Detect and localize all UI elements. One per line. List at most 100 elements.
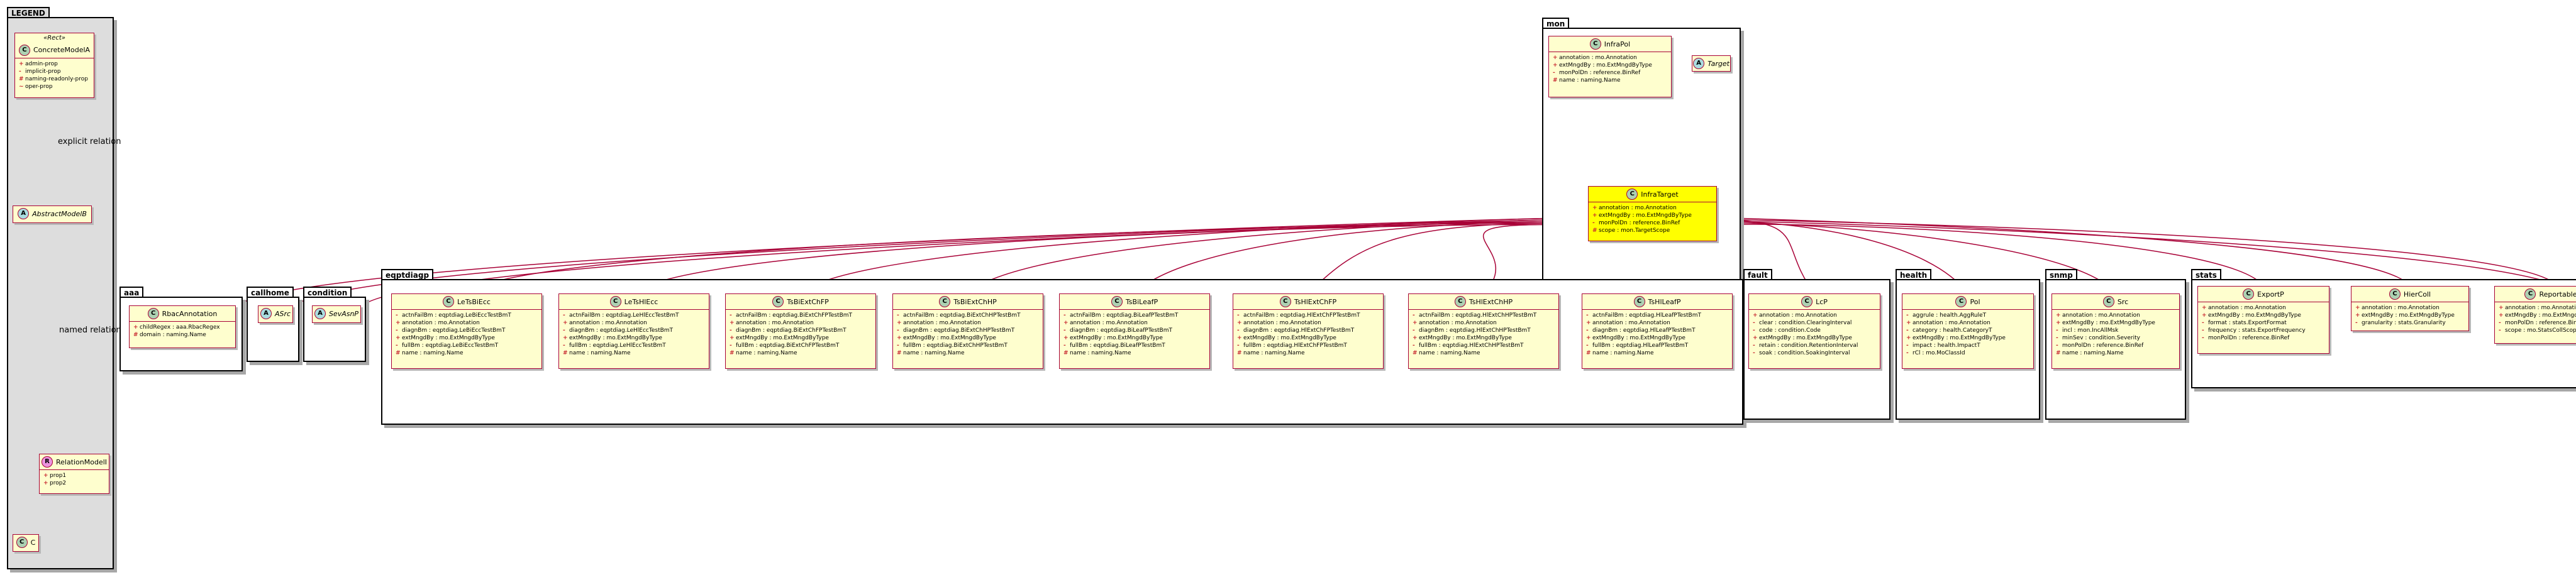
class-member: -diagnBm : eqptdiag.LeHlEccTestBmT [563,327,705,334]
health-package-title: health [1896,269,1932,280]
visibility-icon: # [396,350,401,356]
member-text: fullBm : eqptdiag.LeHlEccTestBmT [569,342,666,349]
relation-badge-icon: R [41,456,53,468]
visibility-icon: ~ [19,84,24,90]
member-text: clear : condition.ClearingInterval [1759,320,1852,326]
class-member: +extMngdBy : mo.ExtMngdByType [563,334,705,342]
member-text: aggrule : health.AggRuleT [1913,312,1987,319]
class-member: -actnFailBm : eqptdiag.HlExtChFPTestBmT [1237,312,1379,319]
rbacannotation-class[interactable]: C RbacAnnotation +childRegex : aaa.RbacR… [129,305,236,348]
class-member: -fullBm : eqptdiag.BiLeafPTestBmT [1063,342,1206,349]
legend-c-class[interactable]: C C [13,534,39,552]
class-member: +prop1 [43,472,105,479]
class-name: TsHlExtChHP [1468,297,1513,306]
class-member: +extMngdBy : mo.ExtMngdByType [897,334,1039,342]
member-text: name : naming.Name [736,350,797,356]
class-name: AbstractModelB [32,209,87,218]
member-text: actnFailBm : eqptdiag.HlLeafPTestBmT [1592,312,1701,319]
infratarget-class[interactable]: C InfraTarget +annotation : mo.Annotatio… [1588,186,1717,241]
visibility-icon: - [2355,320,2358,326]
class-member: -actnFailBm : eqptdiag.HlExtChHPTestBmT [1413,312,1555,319]
member-text: annotation : mo.Annotation [736,320,814,326]
class-badge-icon: C [16,537,28,548]
class-member: -soak : condition.SoakingInterval [1753,349,1876,357]
visibility-icon: - [2202,320,2204,326]
visibility-icon: + [1063,335,1069,341]
legend-concrete-class[interactable]: «Rect» C ConcreteModelA +admin-prop-impl… [14,33,94,98]
visibility-icon: + [1553,62,1558,68]
member-text: annotation : mo.Annotation [2208,305,2286,311]
class-member: +admin-prop [19,60,90,68]
class-member: +extMngdBy : mo.ExtMngdByType [1413,334,1555,342]
visibility-icon: - [2056,335,2058,341]
class-member: +annotation : mo.Annotation [1906,319,2029,327]
infratarget-child-edge [1716,219,2558,287]
class-badge-icon: C [18,44,30,56]
visibility-icon: + [1586,320,1591,326]
visibility-icon: - [1906,327,1909,334]
callhome-package-title: callhome [247,287,294,298]
legend-abstract-class[interactable]: A AbstractModelB [13,205,92,223]
sevasnp-class[interactable]: A SevAsnP [312,305,361,323]
member-text: extMngdBy : mo.ExtMngdByType [1599,212,1692,219]
member-text: annotation : mo.Annotation [2505,305,2576,311]
member-text: name : naming.Name [1243,350,1305,356]
src-class[interactable]: C Src +annotation : mo.Annotation+extMng… [2051,293,2180,369]
pol-class[interactable]: C Pol -aggrule : health.AggRuleT+annotat… [1902,293,2034,369]
class-member: -minSev : condition.Severity [2056,334,2175,342]
member-text: code : condition.Code [1759,327,1821,334]
class-member: -code : condition.Code [1753,327,1876,334]
visibility-icon: + [1753,335,1758,341]
class-member: #name : naming.Name [1413,349,1555,357]
class-badge-icon: C [1633,296,1645,307]
visibility-icon: + [730,335,735,341]
reportable-class[interactable]: C Reportable +annotation : mo.Annotation… [2494,286,2576,344]
visibility-icon: + [2499,305,2504,311]
class-member: +annotation : mo.Annotation [2499,304,2576,312]
hiercoll-class[interactable]: C HierColl +annotation : mo.Annotation+e… [2351,286,2469,331]
class-name: LeTsBiEcc [457,297,491,306]
class-member: -monPolDn : reference.BinRef [2499,319,2576,327]
class-badge-icon: C [772,296,784,307]
class-member: +annotation : mo.Annotation [2202,304,2325,312]
infratarget-child-edge [967,219,1589,294]
asrc-class[interactable]: A ASrc [258,305,293,323]
class-member: +extMngdBy : mo.ExtMngdByType [2056,319,2175,327]
visibility-icon: - [1553,70,1555,76]
class-badge-icon: C [1111,296,1123,307]
visibility-icon: # [2056,350,2061,356]
target-class[interactable]: A Target [1692,55,1731,72]
member-text: domain : naming.Name [140,332,206,338]
member-text: diagnBm : eqptdiag.BiExtChHPTestBmT [903,327,1015,334]
lcp-class[interactable]: C LcP +annotation : mo.Annotation-clear … [1748,293,1880,369]
visibility-icon: + [1753,312,1758,319]
class-member: -scope : mo.StatsCollScope [2499,327,2576,334]
visibility-icon: + [1906,335,1911,341]
infratarget-child-edge [1716,221,1968,294]
class-member: #naming-readonly-prop [19,75,90,83]
member-text: extMngdBy : mo.ExtMngdByType [1559,62,1652,68]
exportp-class[interactable]: C ExportP +annotation : mo.Annotation+ex… [2197,286,2329,354]
visibility-icon: - [2499,320,2501,326]
member-text: fullBm : eqptdiag.HlLeafPTestBmT [1592,342,1689,349]
class-name: LcP [1816,297,1828,306]
class-member: #domain : naming.Name [133,331,231,339]
visibility-icon: + [1553,55,1558,61]
legend-relation-class[interactable]: R RelationModelI +prop1+prop2 [39,454,109,494]
mon-package-title: mon [1542,18,1570,29]
infrapol-class[interactable]: C InfraPol +annotation : mo.Annotation+e… [1548,36,1672,97]
class-member: -monPolDn : reference.BinRef [1592,219,1713,227]
member-text: annotation : mo.Annotation [2062,312,2140,319]
class-member: -actnFailBm : eqptdiag.BiExtChFPTestBmT [730,312,872,319]
visibility-icon: + [2056,320,2061,326]
class-member: ~oper-prop [19,83,90,90]
stats-package-title: stats [2191,269,2221,280]
